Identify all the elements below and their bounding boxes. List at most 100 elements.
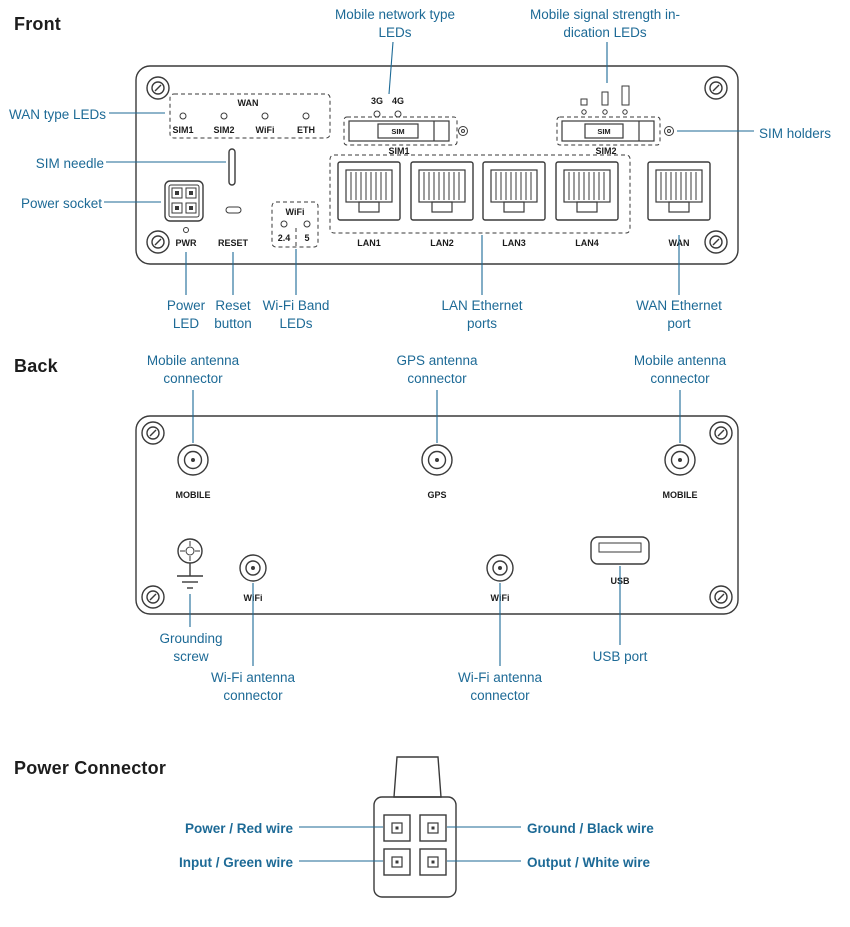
wifi-antenna-connector-right[interactable] (486, 554, 514, 582)
lan3-port[interactable] (482, 161, 546, 221)
screw-icon (141, 585, 165, 609)
led-label-eth: ETH (297, 125, 315, 135)
usb-port-label: USB port (592, 649, 648, 664)
front-panel-body (135, 65, 739, 265)
back-panel: MOBILE GPS MOBILE WiFi WiFi (135, 415, 739, 615)
led-icon (220, 112, 228, 120)
gps-antenna-connector[interactable] (421, 444, 453, 476)
input-wire-label: Input / Green wire (178, 855, 293, 870)
screw-hole-icon (458, 126, 468, 136)
power-led-icon (183, 227, 189, 233)
pin-power (383, 814, 411, 842)
output-wire-label: Output / White wire (527, 855, 650, 870)
lan2-port[interactable] (410, 161, 474, 221)
led-label-sim2: SIM2 (213, 125, 234, 135)
lan2-caption: LAN2 (430, 238, 454, 248)
screw-icon (704, 230, 728, 254)
lan4-caption: LAN4 (575, 238, 599, 248)
screw-icon (709, 585, 733, 609)
wifi-band-led-block: WiFi 2.4 5 (271, 201, 319, 248)
sim-button-label: SIM (391, 127, 404, 136)
wifi-antenna-right-label: Wi-Fi antenna connector (457, 670, 543, 703)
front-callout-lines (104, 41, 754, 295)
band-24-caption: 2.4 (278, 233, 291, 243)
led-icon (303, 220, 311, 228)
led-label-3g: 3G (371, 96, 383, 106)
reset-button-label: Reset button (214, 298, 252, 331)
wifi-antenna-connector-left[interactable] (239, 554, 267, 582)
lan-ports-label: LAN Ethernet ports (441, 298, 523, 331)
sim2-caption: SIM2 (595, 146, 616, 156)
back-callout-lines (189, 390, 681, 666)
wifi-antenna-left-label: Wi-Fi antenna connector (210, 670, 296, 703)
wifi-band-leds-label: Wi-Fi Band LEDs (262, 298, 330, 331)
mobile-antenna-connector-left[interactable] (177, 444, 209, 476)
screw-icon (709, 421, 733, 445)
sim-holders-label: SIM holders (759, 126, 832, 141)
led-label-wifi: WiFi (256, 125, 275, 135)
power-socket-label: Power socket (20, 196, 102, 211)
gps-antenna-label: GPS antenna connector (396, 353, 478, 386)
grounding-screw (177, 538, 203, 589)
led-icon (373, 110, 381, 118)
wan-type-led-block: WAN SIM1 SIM2 WiFi ETH (169, 93, 331, 139)
sim-button-label: SIM (597, 127, 610, 136)
wan-port-label: WAN Ethernet port (636, 298, 722, 331)
led-icon (280, 220, 288, 228)
power-led-label: Power LED (166, 298, 206, 331)
signal-strength-leds (580, 85, 630, 115)
led-icon (261, 112, 269, 120)
screw-icon (704, 76, 728, 100)
front-heading: Front (14, 14, 61, 34)
sim-needle-label: SIM needle (35, 156, 104, 171)
gps-caption: GPS (427, 490, 446, 500)
pwr-caption: PWR (176, 238, 197, 248)
power-connector-drawing (373, 756, 457, 898)
ethernet-ports: LAN1 LAN2 LAN3 LAN4 WAN (329, 154, 711, 248)
wan-type-leds-label: WAN type LEDs (8, 107, 106, 122)
led-icon (179, 112, 187, 120)
usb-port[interactable] (590, 536, 650, 565)
pin-ground (419, 814, 447, 842)
screw-hole-icon (664, 126, 674, 136)
connector-latch (393, 756, 442, 798)
reset-button[interactable] (225, 206, 242, 214)
screw-hole-icon (667, 129, 671, 133)
sim1-caption: SIM1 (388, 146, 409, 156)
back-panel-body (135, 415, 739, 615)
led-icon (394, 110, 402, 118)
mobile-antenna-right-label: Mobile antenna connector (633, 353, 727, 386)
connector-body (373, 796, 457, 898)
reset-caption: RESET (218, 238, 249, 248)
led-label-sim1: SIM1 (172, 125, 193, 135)
screw-icon (141, 421, 165, 445)
wan-port[interactable] (647, 161, 711, 221)
screw-icon (146, 230, 170, 254)
pin-input (383, 848, 411, 876)
wifi-caption: WiFi (286, 207, 305, 217)
power-wire-label: Power / Red wire (184, 821, 293, 836)
sim-needle (228, 148, 236, 186)
front-panel: WAN SIM1 SIM2 WiFi ETH 3G 4G (135, 65, 739, 265)
power-heading: Power Connector (14, 758, 167, 778)
grounding-screw-label: Grounding screw (159, 631, 223, 664)
lan1-caption: LAN1 (357, 238, 381, 248)
screw-hole-icon (461, 129, 465, 133)
band-5-caption: 5 (304, 233, 309, 243)
ground-wire-label: Ground / Black wire (527, 821, 654, 836)
lan1-port[interactable] (337, 161, 401, 221)
led-icon (302, 112, 310, 120)
mobile-network-type-leds-label: Mobile network type LEDs (334, 7, 456, 40)
screw-icon (146, 76, 170, 100)
mobile-antenna-left-label: Mobile antenna connector (146, 353, 240, 386)
sim-holder-2[interactable]: SIM SIM2 (556, 116, 674, 156)
sim-holder-1[interactable]: SIM SIM1 (343, 116, 468, 156)
mobile-signal-leds-label: Mobile signal strength in- dication LEDs (529, 7, 681, 40)
mobile-antenna-connector-right[interactable] (664, 444, 696, 476)
led-label-4g: 4G (392, 96, 404, 106)
lan3-caption: LAN3 (502, 238, 526, 248)
power-socket[interactable] (164, 180, 204, 222)
wan-led-title: WAN (238, 98, 259, 108)
lan4-port[interactable] (555, 161, 619, 221)
